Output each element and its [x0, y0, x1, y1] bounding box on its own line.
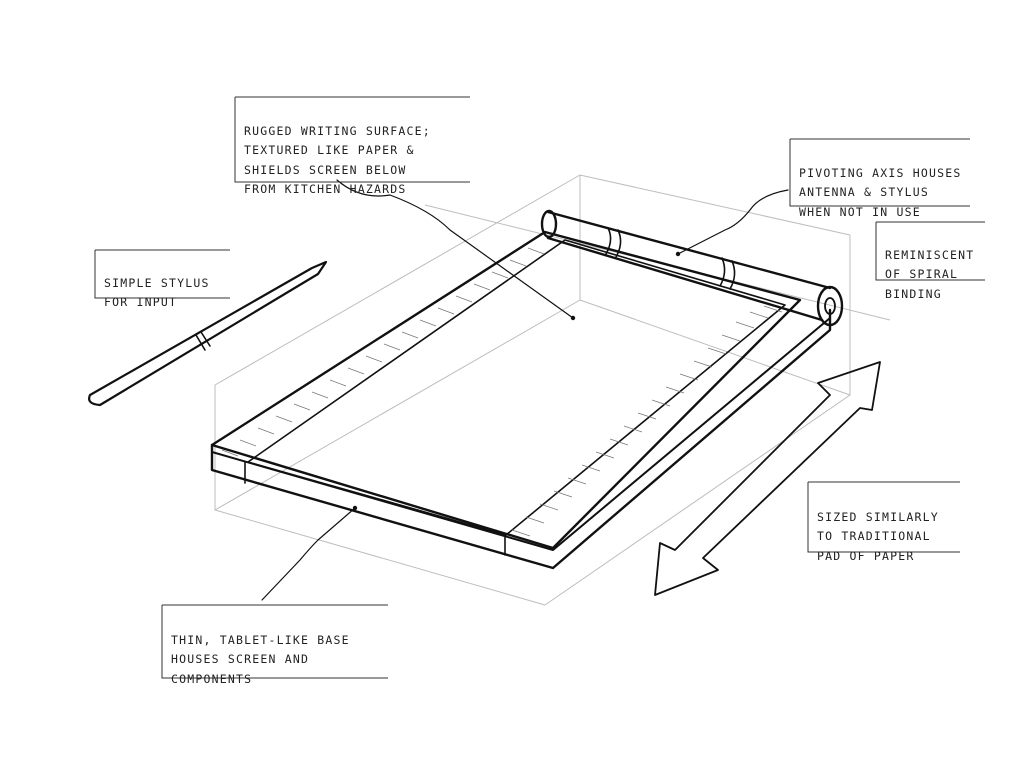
note-size-text: Sized similarly to traditional pad of pa… — [817, 509, 939, 563]
right-binding-hatch — [511, 305, 783, 537]
leader-lines — [261, 179, 789, 601]
size-arrow — [654, 361, 881, 596]
note-stylus: Simple stylus for input — [97, 250, 232, 310]
note-size: Sized similarly to traditional pad of pa… — [810, 484, 962, 563]
note-base: Thin, tablet-like base houses screen and… — [164, 607, 390, 686]
note-spiral-binding: Reminiscent of spiral binding — [878, 222, 988, 301]
pivot-axis — [540, 209, 844, 327]
note-boxes — [94, 96, 985, 679]
stylus — [88, 260, 328, 407]
note-pivot-axis: Pivoting axis houses antenna & stylus wh… — [792, 140, 972, 219]
note-stylus-text: Simple stylus for input — [104, 275, 210, 310]
note-pivot-axis-text: Pivoting axis houses antenna & stylus wh… — [799, 165, 962, 219]
note-base-text: Thin, tablet-like base houses screen and… — [171, 632, 350, 686]
note-spiral-binding-text: Reminiscent of spiral binding — [885, 247, 975, 301]
tablet-base — [210, 230, 832, 570]
note-writing-surface-text: Rugged writing surface; textured like pa… — [244, 123, 431, 197]
left-binding-hatch — [221, 247, 545, 457]
note-writing-surface: Rugged writing surface; textured like pa… — [237, 98, 472, 197]
